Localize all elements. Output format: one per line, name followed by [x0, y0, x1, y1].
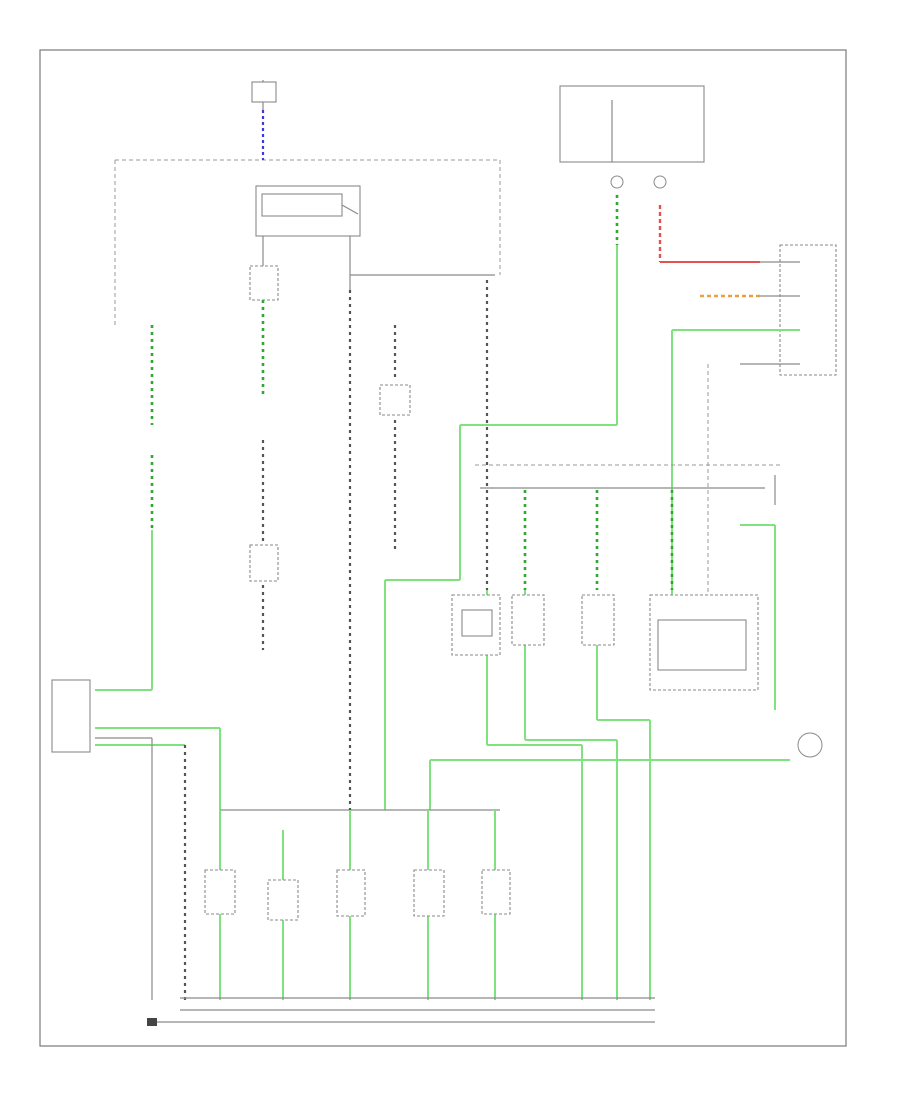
switch-1: [204, 869, 236, 915]
switch-3: [336, 869, 366, 917]
switch-5: [481, 869, 511, 915]
ground-symbol: [147, 1018, 157, 1026]
module-row: [451, 594, 759, 691]
ground-bus: [147, 997, 655, 1026]
module-3: [581, 594, 615, 646]
terminal-box: [559, 85, 705, 163]
fusible-link-box: [251, 81, 277, 103]
connector-pin-a: [610, 175, 624, 189]
lower-bus: [220, 290, 500, 811]
terminal-box-top-right: [559, 85, 760, 425]
relay-contact: [341, 204, 359, 215]
module-1-inner: [461, 609, 493, 637]
module-2: [511, 594, 545, 646]
left-junction: [249, 544, 279, 582]
vertical-wires-mid: [485, 280, 674, 745]
combination-meter-inner: [657, 619, 747, 671]
right-connector-box: [779, 244, 837, 376]
diagram-frame: [39, 49, 847, 1047]
connector-pin-b: [653, 175, 667, 189]
center-module: [379, 384, 411, 416]
connector-left: [51, 679, 91, 753]
bottom-switches: [183, 745, 511, 1000]
middle-bus: [384, 424, 780, 810]
relay-coil: [261, 193, 343, 217]
switch-4: [413, 869, 445, 917]
lower-routing: [429, 525, 823, 1000]
switch-2: [267, 879, 299, 921]
left-column: [51, 300, 411, 1000]
fuse-stop: [249, 265, 279, 301]
fuse-box-top: [114, 80, 501, 325]
sensor-circle: [797, 732, 823, 758]
right-connector: [671, 244, 837, 600]
